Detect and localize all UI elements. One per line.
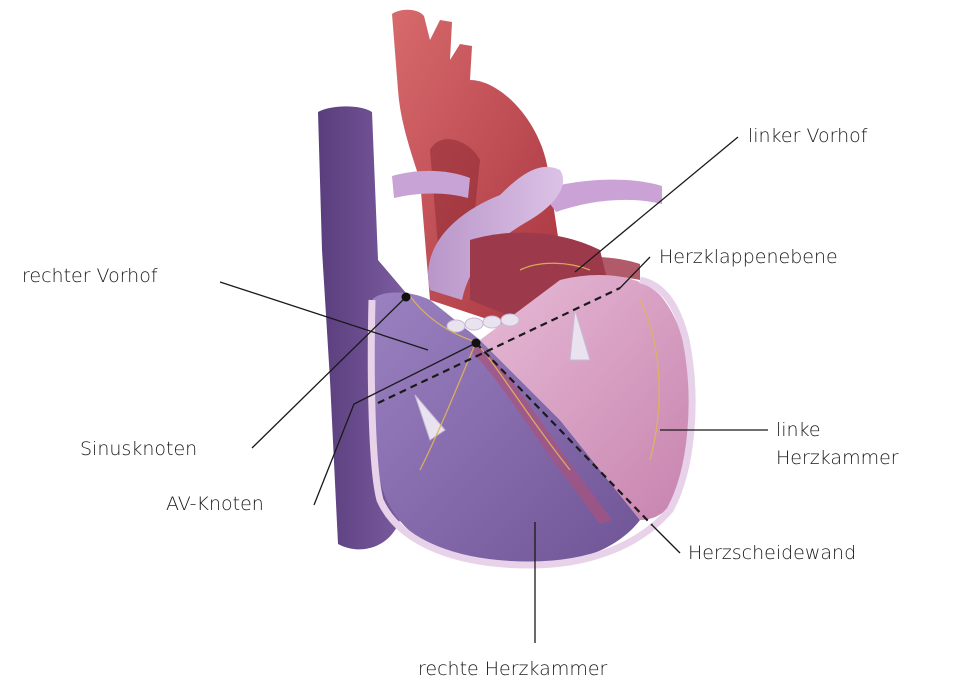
sinusknoten-dot xyxy=(402,293,411,302)
label-linke-herzkammer-line1: linke xyxy=(776,418,899,442)
label-linke-herzkammer: linke Herzkammer xyxy=(776,418,899,470)
label-herzscheidewand: Herzscheidewand xyxy=(688,541,856,565)
label-herzklappenebene: Herzklappenebene xyxy=(659,245,838,269)
label-av-knoten: AV-Knoten xyxy=(166,492,264,516)
label-linke-herzkammer-line2: Herzkammer xyxy=(776,446,899,470)
label-linker-vorhof: linker Vorhof xyxy=(748,124,867,148)
av-knoten-dot xyxy=(472,339,481,348)
label-sinusknoten: Sinusknoten xyxy=(80,437,197,461)
leader-herzscheidewand xyxy=(652,525,680,553)
label-rechte-herzkammer: rechte Herzkammer xyxy=(418,657,607,681)
label-rechter-vorhof: rechter Vorhof xyxy=(22,264,158,288)
